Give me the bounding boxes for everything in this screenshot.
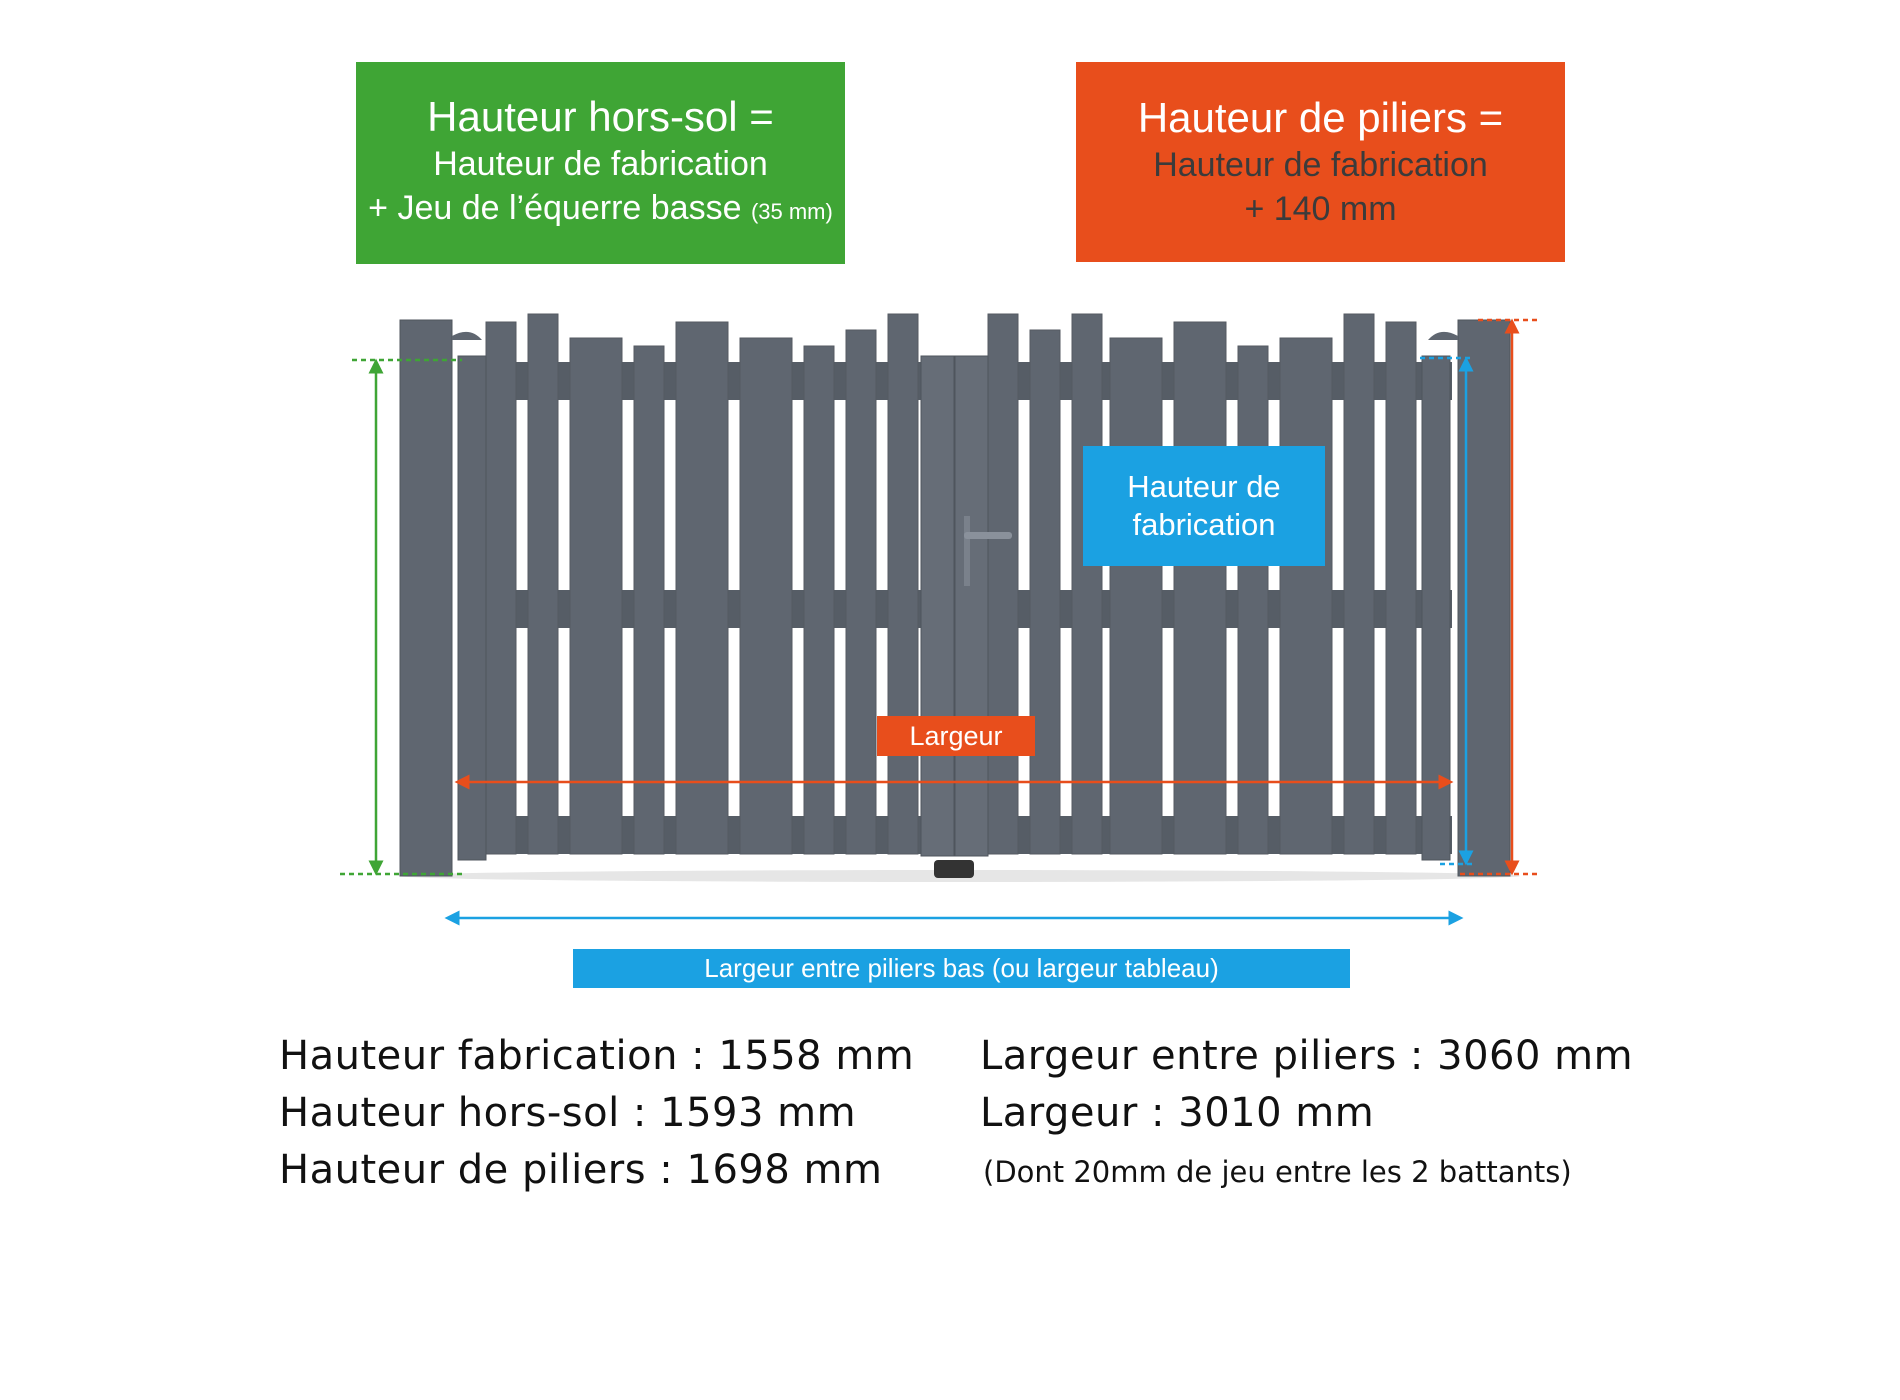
gate-slat [1343,313,1375,855]
gate-slats [485,313,1417,855]
hors-sol-formula-box: Hauteur hors-sol = Hauteur de fabricatio… [356,62,845,264]
largeur-tableau-label: Largeur entre piliers bas (ou largeur ta… [573,949,1350,988]
piliers-formula-box: Hauteur de piliers = Hauteur de fabricat… [1076,62,1565,262]
gate-slat [485,321,517,855]
spec-hauteur-fabrication: Hauteur fabrication : 1558 mm [279,1033,915,1079]
center-stiles [920,355,989,857]
hors-sol-formula-line2: + Jeu de l’équerre basse (35 mm) [368,186,833,234]
spec-hauteur-piliers: Hauteur de piliers : 1698 mm [279,1147,883,1193]
hors-sol-dimension [340,358,462,876]
gate-slat [675,321,729,855]
piliers-dimension [1460,318,1540,876]
spec-note: (Dont 20mm de jeu entre les 2 battants) [983,1155,1572,1189]
gate-slat [887,313,919,855]
gate-handle-icon [964,532,1012,539]
gate-slat [527,313,559,855]
gate-slat [803,345,835,855]
gate-slat [1385,321,1417,855]
left-hinge [452,331,482,340]
gate-slat [739,337,793,855]
gate-slat [1279,337,1333,855]
fabrication-label: Hauteur de fabrication [1083,446,1325,566]
gate-slat [569,337,623,855]
hors-sol-formula-line1: Hauteur de fabrication [433,145,768,183]
gate-slat [1237,345,1269,855]
gate-slat [987,313,1019,855]
fabrication-dimension [1420,356,1474,866]
gate-slat [1029,329,1061,855]
gate-slat [1173,321,1227,855]
piliers-formula-title: Hauteur de piliers = [1137,94,1504,141]
gate-slat [633,345,665,855]
spec-hauteur-hors-sol: Hauteur hors-sol : 1593 mm [279,1090,857,1136]
piliers-formula-line2: + 140 mm [1244,190,1397,228]
hors-sol-formula-line2-text: + Jeu de l’équerre basse [368,189,742,227]
spec-largeur: Largeur : 3010 mm [980,1090,1375,1136]
hors-sol-formula-line2-small: (35 mm) [750,199,833,224]
right-hinge [1428,331,1458,340]
left-pillar [399,319,453,877]
gate-slat [1109,337,1163,855]
largeur-label: Largeur [877,716,1035,756]
gate-slat [845,329,877,855]
ground-stop [934,860,974,878]
gate-handle-plate [964,516,970,586]
hors-sol-formula-title: Hauteur hors-sol = [427,93,774,140]
piliers-formula-line1: Hauteur de fabrication [1153,146,1488,184]
spec-largeur-piliers: Largeur entre piliers : 3060 mm [980,1033,1634,1079]
gate-slat [1071,313,1103,855]
